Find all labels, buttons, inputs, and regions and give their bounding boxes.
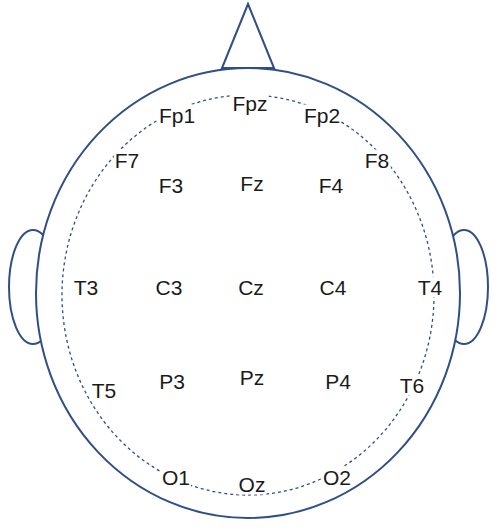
electrode-label: T5 <box>91 380 118 401</box>
electrode-label: P3 <box>158 371 186 392</box>
electrode-label: Cz <box>237 277 265 298</box>
electrode-label: C3 <box>155 277 184 298</box>
electrode-label: F3 <box>158 175 185 196</box>
electrode-label: Fz <box>239 173 264 194</box>
electrode-label: C4 <box>319 277 348 298</box>
electrode-label: O1 <box>161 467 191 488</box>
electrode-label: T4 <box>417 277 444 298</box>
electrode-label: T3 <box>73 277 100 298</box>
electrode-label: Pz <box>239 367 266 388</box>
electrode-label: T6 <box>399 375 426 396</box>
electrode-label: Oz <box>238 474 267 495</box>
electrode-label: Fp1 <box>158 105 196 126</box>
electrode-label: F4 <box>318 175 345 196</box>
electrode-label: O2 <box>322 467 352 488</box>
electrode-label: F7 <box>114 150 141 171</box>
electrode-label: Fp2 <box>303 105 341 126</box>
electrode-label: P4 <box>324 371 352 392</box>
electrode-label: Fpz <box>231 93 268 114</box>
electrode-label: F8 <box>364 150 391 171</box>
